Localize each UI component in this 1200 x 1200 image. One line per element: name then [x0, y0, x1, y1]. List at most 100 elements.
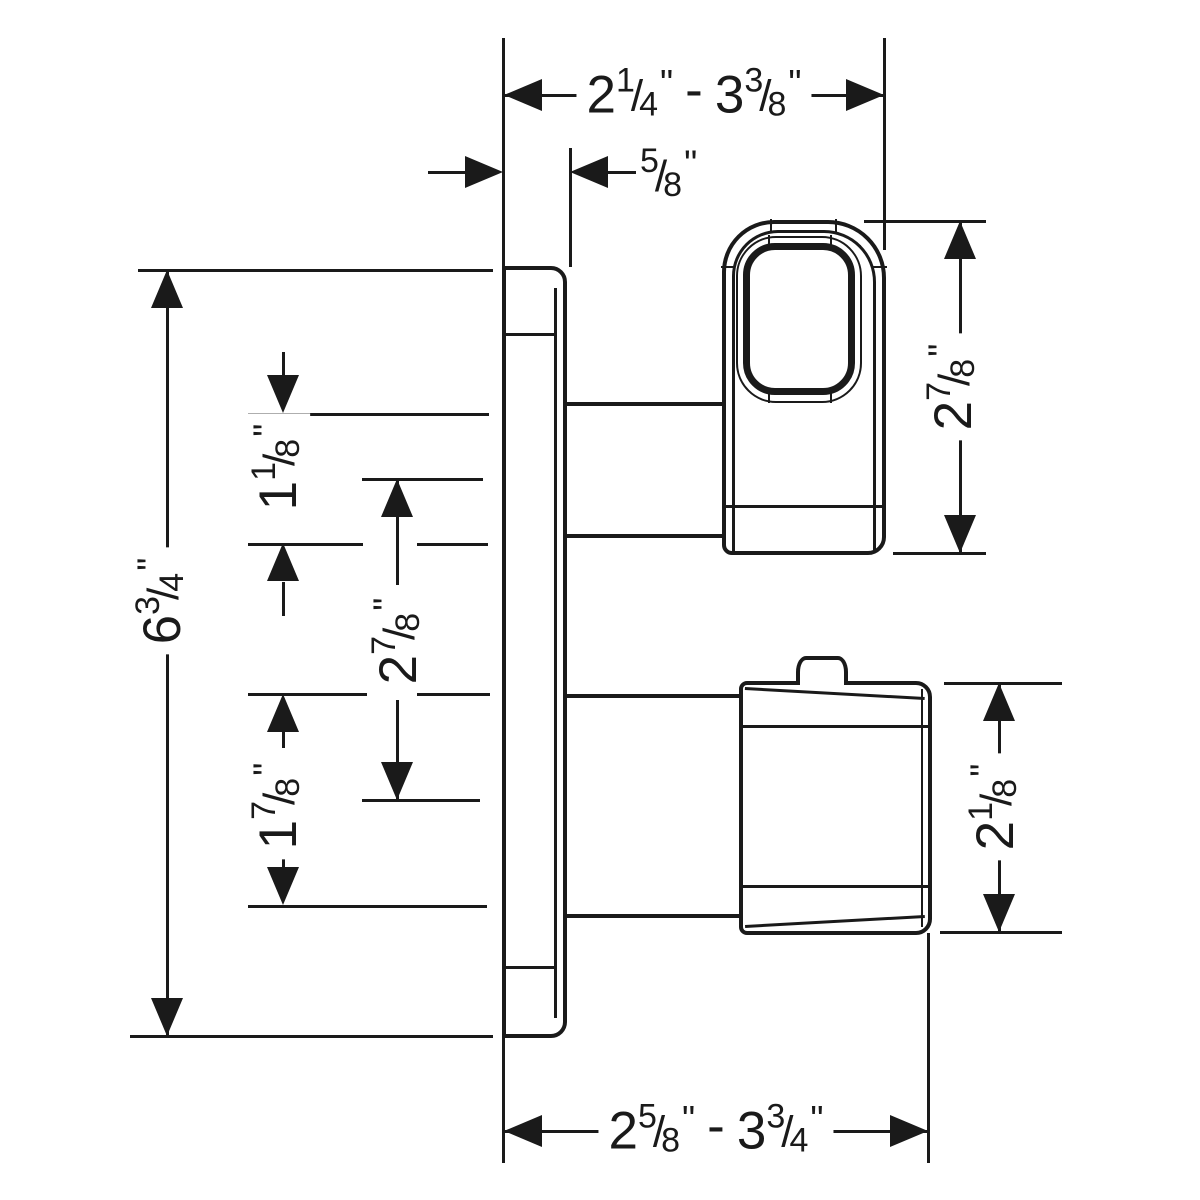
- wall-plate-seam: [506, 333, 556, 336]
- arrow-tail: [282, 732, 285, 748]
- fraction-numerator: 5: [637, 1097, 657, 1136]
- inch-mark: ": [246, 423, 288, 437]
- contour-tick: [768, 235, 770, 249]
- lower-knob-top-band-line: [743, 725, 929, 728]
- lower-stem-bottom-line: [565, 914, 742, 918]
- fraction-denominator: 4: [639, 85, 659, 124]
- upper-handle-inner-contour: [732, 230, 876, 553]
- inch-mark: ": [788, 62, 802, 104]
- upper-handle-band-line: [726, 505, 882, 508]
- dim-label-lower-port-height: 17/8": [244, 752, 310, 860]
- extension-line: [248, 413, 489, 416]
- lower-stem-top-line: [565, 694, 742, 698]
- arrow-tail: [282, 352, 285, 378]
- arrow-tail: [604, 171, 644, 174]
- dim-label-lower-handle-height: 21/8": [961, 753, 1027, 861]
- upper-handle-hole-ring: [743, 243, 855, 395]
- extension-line: [569, 148, 572, 267]
- fraction-denominator: 4: [789, 1121, 809, 1160]
- lower-knob-bottom-band-line: [743, 885, 929, 888]
- whole-number: 2: [924, 400, 984, 431]
- contour-tick: [830, 235, 832, 249]
- dim-label-top-width: 21/4"-33/8": [576, 59, 812, 127]
- fraction-numerator: 3: [744, 61, 764, 100]
- extension-line: [883, 38, 886, 250]
- extension-line: [417, 543, 488, 546]
- dim-label-port-center-distance: 27/8": [364, 587, 430, 695]
- upper-stem-bottom-line: [565, 534, 725, 538]
- whole-number: 3: [714, 65, 745, 125]
- fraction-denominator: 8: [661, 1121, 681, 1160]
- fraction-denominator: 8: [767, 85, 787, 124]
- inch-mark: ": [246, 762, 288, 776]
- inch-mark: ": [366, 597, 408, 611]
- arrow-up-icon: [267, 694, 299, 732]
- fraction-numerator: 5: [640, 142, 659, 181]
- inch-mark: ": [921, 343, 963, 357]
- whole-number: 2: [608, 1101, 638, 1161]
- dim-label-total-height: 63/4": [128, 547, 194, 655]
- arrow-tail: [282, 582, 285, 616]
- whole-number: 1: [249, 819, 309, 850]
- lower-knob-top-tab: [796, 656, 848, 685]
- arrow-left-icon: [504, 79, 542, 111]
- extension-line: [248, 693, 367, 696]
- fraction-denominator: 8: [986, 778, 1025, 798]
- lower-knob-inner-right-edge: [921, 689, 923, 927]
- extension-line: [248, 905, 487, 908]
- arrow-up-icon: [151, 270, 183, 308]
- arrow-down-icon: [381, 762, 413, 800]
- fraction-denominator: 8: [269, 438, 308, 458]
- whole-number: 2: [966, 820, 1026, 851]
- inch-mark: ": [682, 1098, 696, 1140]
- inch-mark: ": [660, 62, 674, 104]
- extension-line: [502, 38, 505, 267]
- extension-line: [362, 478, 483, 481]
- arrow-down-icon: [267, 375, 299, 413]
- inch-mark: ": [130, 557, 172, 571]
- arrow-up-icon: [944, 221, 976, 259]
- fraction-numerator: 1: [615, 61, 635, 100]
- arrow-left-icon: [570, 156, 608, 188]
- range-separator: -: [707, 1096, 725, 1156]
- whole-number: 2: [369, 654, 429, 685]
- contour-tick: [721, 266, 734, 268]
- extension-line: [864, 220, 986, 223]
- wall-plate-inner-edge: [554, 288, 557, 1018]
- arrow-right-icon: [465, 156, 503, 188]
- dimension-line: [396, 700, 399, 800]
- fraction-denominator: 8: [389, 612, 428, 632]
- fraction-denominator: 8: [944, 358, 983, 378]
- dim-label-upper-handle-height: 27/8": [919, 333, 985, 441]
- wall-plate-seam: [506, 966, 556, 969]
- fraction-numerator: 3: [766, 1097, 786, 1136]
- arrow-up-icon: [983, 683, 1015, 721]
- arrow-down-icon: [944, 515, 976, 553]
- fraction-denominator: 4: [153, 572, 192, 592]
- arrow-tail: [428, 171, 468, 174]
- arrow-down-icon: [983, 894, 1015, 932]
- range-separator: -: [685, 60, 703, 120]
- extension-line: [502, 1037, 505, 1163]
- dim-label-upper-port-height: 11/8": [244, 413, 310, 521]
- wall-plate-outline: [502, 266, 567, 1038]
- extension-line: [927, 933, 930, 1163]
- arrow-up-icon: [381, 479, 413, 517]
- fraction-slash: /: [652, 1107, 666, 1157]
- dim-label-bottom-width: 25/8"-33/4": [598, 1095, 834, 1163]
- extension-line: [130, 1035, 493, 1038]
- arrow-up-icon: [267, 543, 299, 581]
- extension-line: [248, 543, 363, 546]
- upper-stem-top-line: [565, 402, 725, 406]
- arrow-right-icon: [846, 79, 884, 111]
- extension-line: [138, 269, 493, 272]
- fraction-denominator: 8: [663, 166, 683, 205]
- inch-mark: ": [684, 143, 698, 185]
- extension-line: [362, 799, 480, 802]
- dim-label-plate-depth: 5/8": [636, 142, 702, 206]
- whole-number: 6: [133, 614, 193, 645]
- fraction-slash: /: [781, 1107, 794, 1157]
- arrow-down-icon: [151, 998, 183, 1036]
- arrow-left-icon: [504, 1115, 542, 1147]
